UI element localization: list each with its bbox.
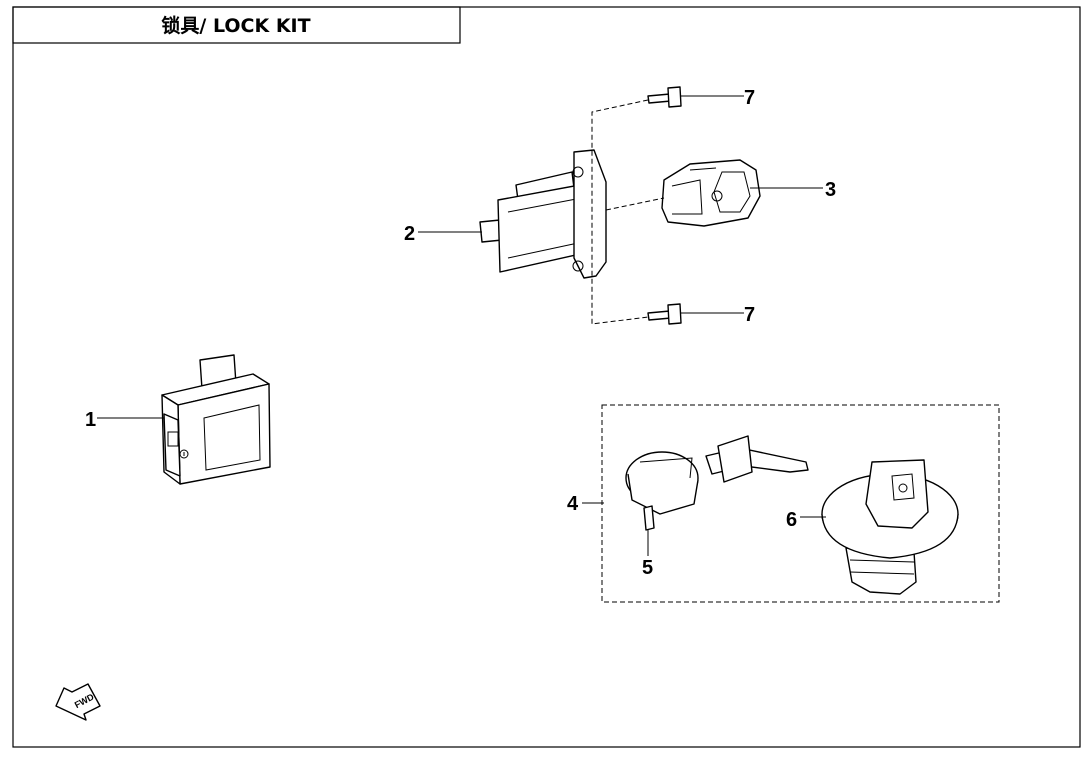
callout-5: 5 [642,557,653,579]
assembly-line-fob [605,197,665,211]
part-1-lock-module [161,354,271,485]
callout-7-top: 7 [744,87,755,109]
fwd-arrow-icon: FWD [55,683,101,721]
part-2-ignition-lock [479,149,607,279]
callout-7-bottom: 7 [744,304,755,326]
part-6-fuel-cap [821,459,959,595]
callout-3: 3 [825,179,836,201]
part-3-key-fob [661,159,761,227]
diagram-title: 锁具/ LOCK KIT [161,14,310,37]
assembly-line-screws [591,99,649,325]
outer-frame [12,6,1081,748]
part-7-screw-top [647,86,682,108]
callout-2: 2 [404,223,415,245]
title-box: 锁具/ LOCK KIT [12,6,461,44]
callout-4: 4 [567,493,579,515]
part-5-keys [625,435,809,531]
part-7-screw-bottom [647,303,682,325]
callout-6: 6 [786,509,797,531]
callout-1: 1 [85,409,96,431]
